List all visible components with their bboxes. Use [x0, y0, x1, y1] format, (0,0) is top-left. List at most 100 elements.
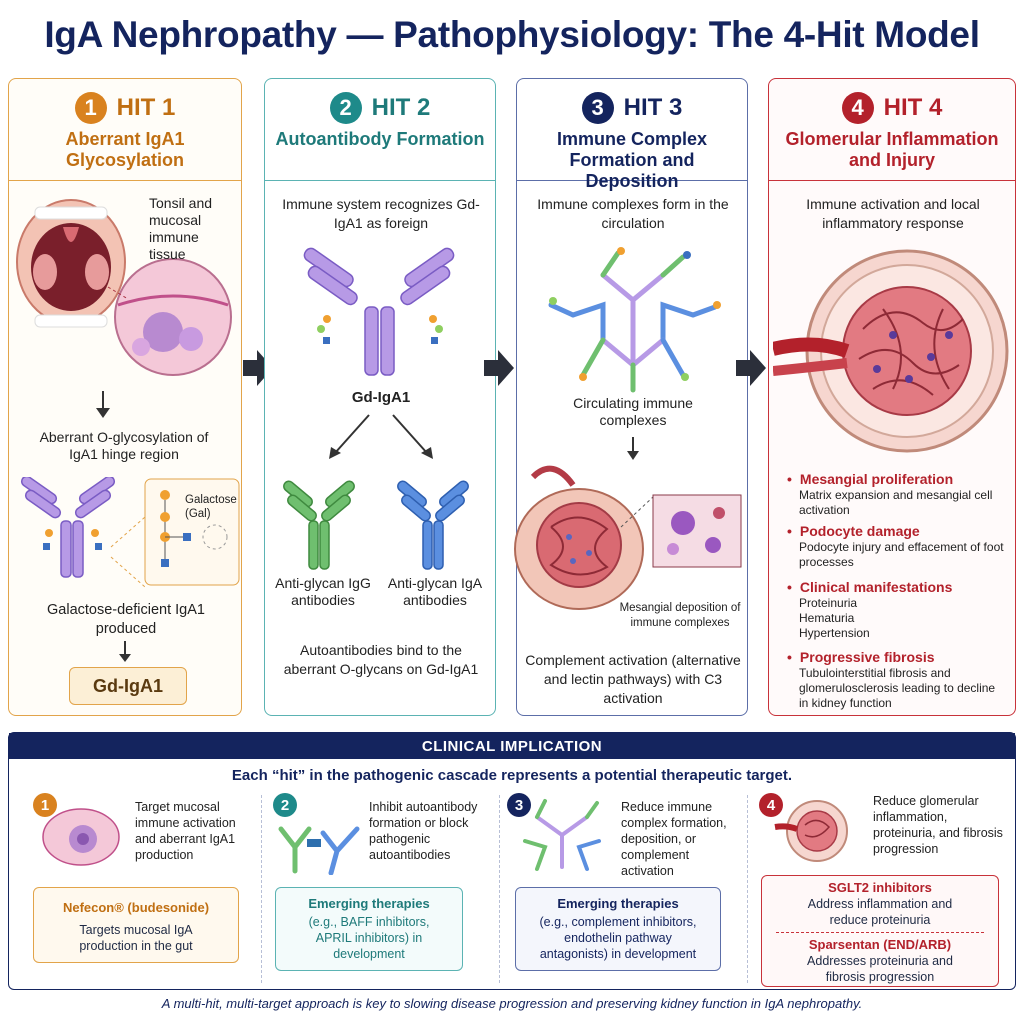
therapy-4-text: Reduce glomerular inflammation, proteinu… — [873, 794, 1003, 856]
hit-3-header: 3 HIT 3 Immune Complex Formation and Dep… — [517, 79, 747, 191]
sparsentan-text: Addresses proteinuria and fibrosis progr… — [807, 954, 953, 984]
igg-antibody-icon — [283, 480, 355, 570]
hit-1-panel: 1 HIT 1 Aberrant IgA1 Glycosylation Tons… — [8, 78, 242, 716]
sglt2-heading: SGLT2 inhibitors — [828, 880, 932, 895]
therapy-3-box: Emerging therapies (e.g., complement inh… — [515, 887, 721, 971]
bullet-detail: Podocyte injury and effacement of foot p… — [799, 540, 1004, 569]
bullet-heading: Progressive fibrosis — [787, 649, 1007, 666]
hit-1-label: HIT 1 — [116, 94, 176, 121]
igg-antibody-label: Anti-glycan IgG antibodies — [275, 575, 371, 608]
down-arrow-icon — [119, 641, 131, 662]
therapy-1-text: Target mucosal immune activation and abe… — [135, 800, 236, 862]
sparsentan-heading: Sparsentan (END/ARB) — [808, 937, 952, 952]
therapy-column-2: 2 Inhibit autoantibody formation or bloc… — [265, 791, 497, 987]
clinical-subtitle: Each “hit” in the pathogenic cascade rep… — [231, 767, 793, 784]
bullet-mesangial-proliferation: Mesangial proliferation Matrix expansion… — [787, 471, 1007, 518]
hit-3-intro: Immune complexes form in the circulation — [537, 196, 729, 231]
hit-4-badge: 4 — [841, 92, 874, 124]
hit-2-badge: 2 — [329, 92, 362, 124]
hit-2-intro: Immune system recognizes Gd-IgA1 as fore… — [282, 196, 480, 231]
therapy-4-box: SGLT2 inhibitors Address inflammation an… — [761, 875, 999, 987]
hit-1-header: 1 HIT 1 Aberrant IgA1 Glycosylation — [9, 79, 241, 181]
glomerulus-icon — [774, 800, 848, 862]
hit-3-subtitle: Immune Complex Formation and Deposition — [556, 129, 708, 191]
bullet-detail: Matrix expansion and mesangial cell acti… — [799, 488, 993, 517]
footer-note: A multi-hit, multi-target approach is ke… — [161, 996, 863, 1011]
page-title: IgA Nephropathy — Pathophysiology: The 4… — [44, 14, 980, 55]
therapy-2-badge: 2 — [273, 793, 297, 817]
hit-2-antibody-label: Gd-IgA1 — [351, 389, 411, 406]
tissue-label: Tonsil and mucosal immune tissue — [149, 195, 213, 262]
hit-3-label: HIT 3 — [623, 94, 683, 121]
therapy-column-4: 4 Reduce glomerular inflammation, protei… — [751, 791, 1013, 987]
hit-2-panel: 2 HIT 2 Autoantibody Formation Immune sy… — [264, 78, 496, 716]
split-arrows-icon — [329, 414, 433, 459]
down-arrow-icon — [627, 437, 639, 460]
hit-2-subtitle: Autoantibody Formation — [275, 129, 485, 149]
nefecon-box: Nefecon® (budesonide) Targets mucosal Ig… — [33, 887, 239, 963]
therapy-box-divider — [776, 932, 984, 933]
immune-complex-icon — [523, 799, 601, 871]
mesangial-deposition-label: Mesangial deposition of immune complexes — [619, 602, 741, 629]
therapy-1-box-heading: Nefecon® (budesonide) — [62, 900, 210, 915]
hit-4-label: HIT 4 — [883, 94, 943, 121]
mouth-tonsil-illustration — [16, 199, 232, 376]
glycosylation-step: Aberrant O-glycosylation of IgA1 hinge r… — [39, 429, 209, 462]
therapy-3-badge: 3 — [507, 793, 531, 817]
clinical-implication-section: CLINICAL IMPLICATION Each “hit” in the p… — [8, 732, 1016, 990]
therapy-4-badge: 4 — [759, 793, 783, 817]
immune-complex-illustration — [548, 247, 721, 393]
galactose-label: Galactose (Gal) — [185, 494, 237, 520]
therapy-1-badge: 1 — [33, 793, 57, 817]
bullet-detail: Proteinuria Hematuria Hypertension — [799, 596, 870, 640]
down-arrow-icon — [96, 391, 110, 418]
bullet-heading: Clinical manifestations — [787, 579, 1007, 596]
therapy-column-1: 1 Target mucosal immune activation and a… — [9, 791, 259, 987]
gd-iga1-produced-text: Galactose-deficient IgA1 produced — [47, 602, 205, 637]
hit-4-subtitle: Glomerular Inflammation and Injury — [785, 129, 999, 170]
therapy-2-box-text: (e.g., BAFF inhibitors, APRIL inhibitors… — [308, 915, 430, 961]
therapy-3-text: Reduce immune complex formation, deposit… — [621, 800, 727, 878]
hit-2-header: 2 HIT 2 Autoantibody Formation — [265, 79, 495, 181]
column-divider — [261, 795, 262, 983]
therapy-column-3: 3 Reduce immune complex formation, depos… — [503, 791, 745, 987]
therapy-3-box-text: (e.g., complement inhibitors, endothelin… — [539, 915, 697, 961]
gd-iga1-antibody-illustration — [303, 247, 455, 376]
therapy-2-box-heading: Emerging therapies — [308, 896, 430, 911]
tonsil-tissue-icon — [42, 808, 120, 866]
inflamed-glomerulus-illustration — [773, 249, 1009, 453]
column-divider — [499, 795, 500, 983]
bullet-heading: Podocyte damage — [787, 523, 1007, 540]
flow-arrow-icon — [484, 350, 514, 386]
hit-3-outro: Complement activation (alternative and l… — [525, 652, 741, 706]
therapy-1-box-text: Targets mucosal IgA production in the gu… — [79, 923, 193, 953]
circulating-complex-label: Circulating immune complexes — [573, 395, 693, 428]
bullet-heading: Mesangial proliferation — [787, 471, 1007, 488]
therapy-3-box-heading: Emerging therapies — [557, 896, 679, 911]
hit-4-panel: 4 HIT 4 Glomerular Inflammation and Inju… — [768, 78, 1016, 716]
clinical-banner: CLINICAL IMPLICATION — [9, 733, 1015, 759]
bullet-detail: Tubulointerstitial fibrosis and glomerul… — [799, 666, 996, 710]
therapy-2-box: Emerging therapies (e.g., BAFF inhibitor… — [275, 887, 463, 971]
hit-2-outro: Autoantibodies bind to the aberrant O-gl… — [283, 642, 479, 677]
hit-3-badge: 3 — [581, 92, 614, 124]
hit-2-label: HIT 2 — [371, 94, 431, 121]
therapy-2-text: Inhibit autoantibody formation or block … — [369, 800, 478, 862]
flow-arrow-icon — [243, 350, 273, 386]
antibody-pair-icon — [278, 826, 360, 875]
iga1-molecule-illustration — [20, 477, 240, 588]
column-divider — [747, 795, 748, 983]
bullet-progressive-fibrosis: Progressive fibrosis Tubulointerstitial … — [787, 649, 1007, 711]
hit-4-intro: Immune activation and local inflammatory… — [806, 196, 980, 231]
hit-3-panel: 3 HIT 3 Immune Complex Formation and Dep… — [514, 78, 748, 716]
bullet-clinical-manifestations: Clinical manifestations Proteinuria Hema… — [787, 579, 1007, 641]
glomerulus-deposition-illustration — [514, 465, 742, 610]
iga-antibody-label: Anti-glycan IgA antibodies — [387, 575, 483, 608]
sglt2-text: Address inflammation and reduce proteinu… — [807, 897, 953, 927]
hit-1-badge: 1 — [74, 92, 107, 124]
gd-iga1-box: Gd-IgA1 — [69, 667, 187, 705]
hit-1-subtitle: Aberrant IgA1 Glycosylation — [65, 129, 185, 170]
flow-arrow-icon — [736, 350, 766, 386]
iga-antibody-icon — [397, 480, 469, 570]
hit-4-header: 4 HIT 4 Glomerular Inflammation and Inju… — [769, 79, 1015, 181]
